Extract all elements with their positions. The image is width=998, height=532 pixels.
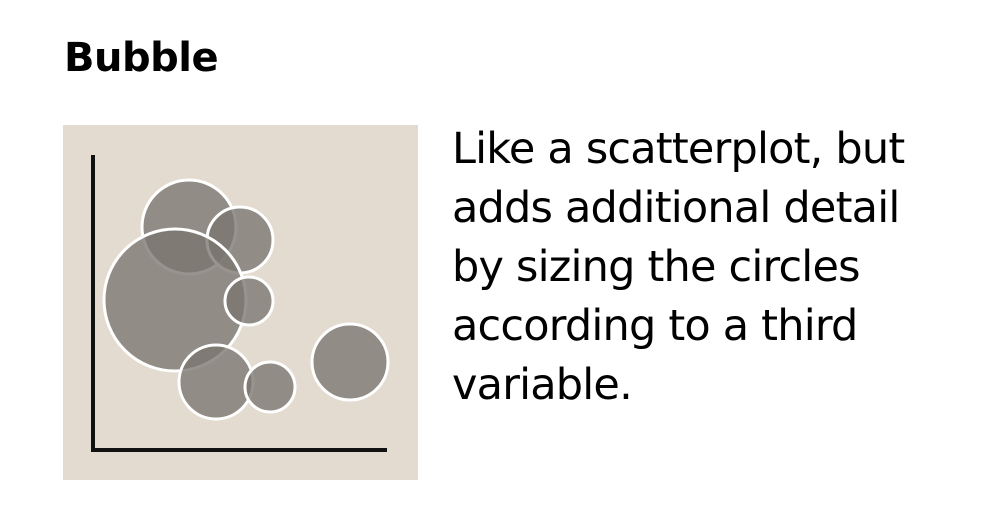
bubble-group [102,178,390,421]
bubble [223,275,275,327]
bubble-chart-illustration [63,125,418,480]
bubble [243,360,297,414]
description-line: adds additional detail [452,183,900,233]
bubble-chart-icon [63,125,418,480]
chart-axes [91,155,387,452]
description-line: according to a third [452,301,858,351]
description-line: variable. [452,360,633,410]
description-line: Like a scatterplot, but [452,124,905,174]
chart-type-title: Bubble [64,35,219,81]
chart-type-description: Like a scatterplot, but adds additional … [452,120,972,415]
bubble [177,343,255,421]
bubble [310,322,390,402]
description-line: by sizing the circles [452,242,861,292]
